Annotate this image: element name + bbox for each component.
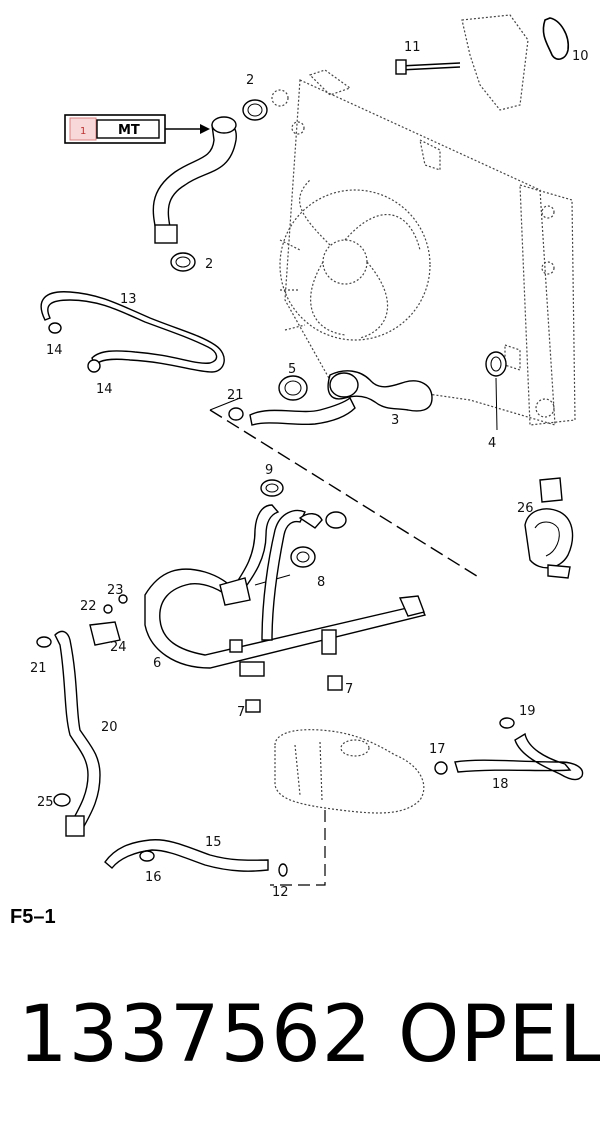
callout-20: 20 bbox=[101, 720, 118, 735]
radiator-mount-bracket bbox=[395, 14, 570, 111]
callout-19: 19 bbox=[519, 704, 536, 719]
callout-6: 6 bbox=[153, 656, 161, 671]
lower-radiator-hose bbox=[228, 351, 507, 431]
callout-15: 15 bbox=[205, 835, 222, 850]
callout-10: 10 bbox=[572, 49, 589, 64]
callout-18: 18 bbox=[492, 777, 509, 792]
callout-9: 9 bbox=[265, 463, 273, 478]
cooling-system-diagram: 1 MT bbox=[30, 14, 589, 900]
callout-21: 21 bbox=[30, 661, 47, 676]
callout-13: 13 bbox=[120, 292, 137, 307]
callout-11: 11 bbox=[404, 40, 421, 55]
mt-box-number: 1 bbox=[80, 126, 86, 137]
callout-labels: 2 2 3 4 5 6 7 7 8 9 10 11 12 13 14 14 15… bbox=[30, 40, 589, 900]
callout-2: 2 bbox=[205, 257, 213, 272]
callout-3: 3 bbox=[391, 413, 399, 428]
callout-22: 22 bbox=[80, 599, 97, 614]
callout-17: 17 bbox=[429, 742, 446, 757]
bracket-22-23-24 bbox=[89, 594, 128, 646]
callout-24: 24 bbox=[110, 640, 127, 655]
part-number: 1337562 bbox=[18, 990, 373, 1080]
upper-radiator-hose bbox=[152, 99, 268, 272]
hose-15 bbox=[104, 839, 288, 877]
callout-25: 25 bbox=[37, 795, 54, 810]
clamps-8-9 bbox=[260, 479, 347, 568]
make-name: OPEL bbox=[398, 990, 600, 1080]
callout-7: 7 bbox=[345, 682, 353, 697]
callout-16: 16 bbox=[145, 870, 162, 885]
expansion-tank bbox=[274, 729, 425, 814]
callout-2: 2 bbox=[246, 73, 254, 88]
callout-7: 7 bbox=[237, 705, 245, 720]
leader-lines bbox=[209, 397, 481, 886]
callout-14: 14 bbox=[96, 382, 113, 397]
mt-box-text: MT bbox=[118, 123, 140, 138]
callout-12: 12 bbox=[272, 885, 289, 900]
radiator-assembly bbox=[271, 69, 576, 426]
hose-18 bbox=[434, 717, 584, 781]
callout-5: 5 bbox=[288, 362, 296, 377]
callout-23: 23 bbox=[107, 583, 124, 598]
callout-8: 8 bbox=[317, 575, 325, 590]
callout-14: 14 bbox=[46, 343, 63, 358]
heater-hose-13 bbox=[40, 291, 225, 373]
figure-label: F5–1 bbox=[10, 906, 56, 928]
mt-variant-box: 1 MT bbox=[64, 114, 210, 144]
callout-21: 21 bbox=[227, 388, 244, 403]
callout-26: 26 bbox=[517, 501, 534, 516]
hose-20 bbox=[36, 630, 101, 837]
callout-4: 4 bbox=[488, 436, 496, 451]
coolant-pipe-6 bbox=[144, 504, 427, 713]
hose-clip-26 bbox=[524, 477, 574, 579]
